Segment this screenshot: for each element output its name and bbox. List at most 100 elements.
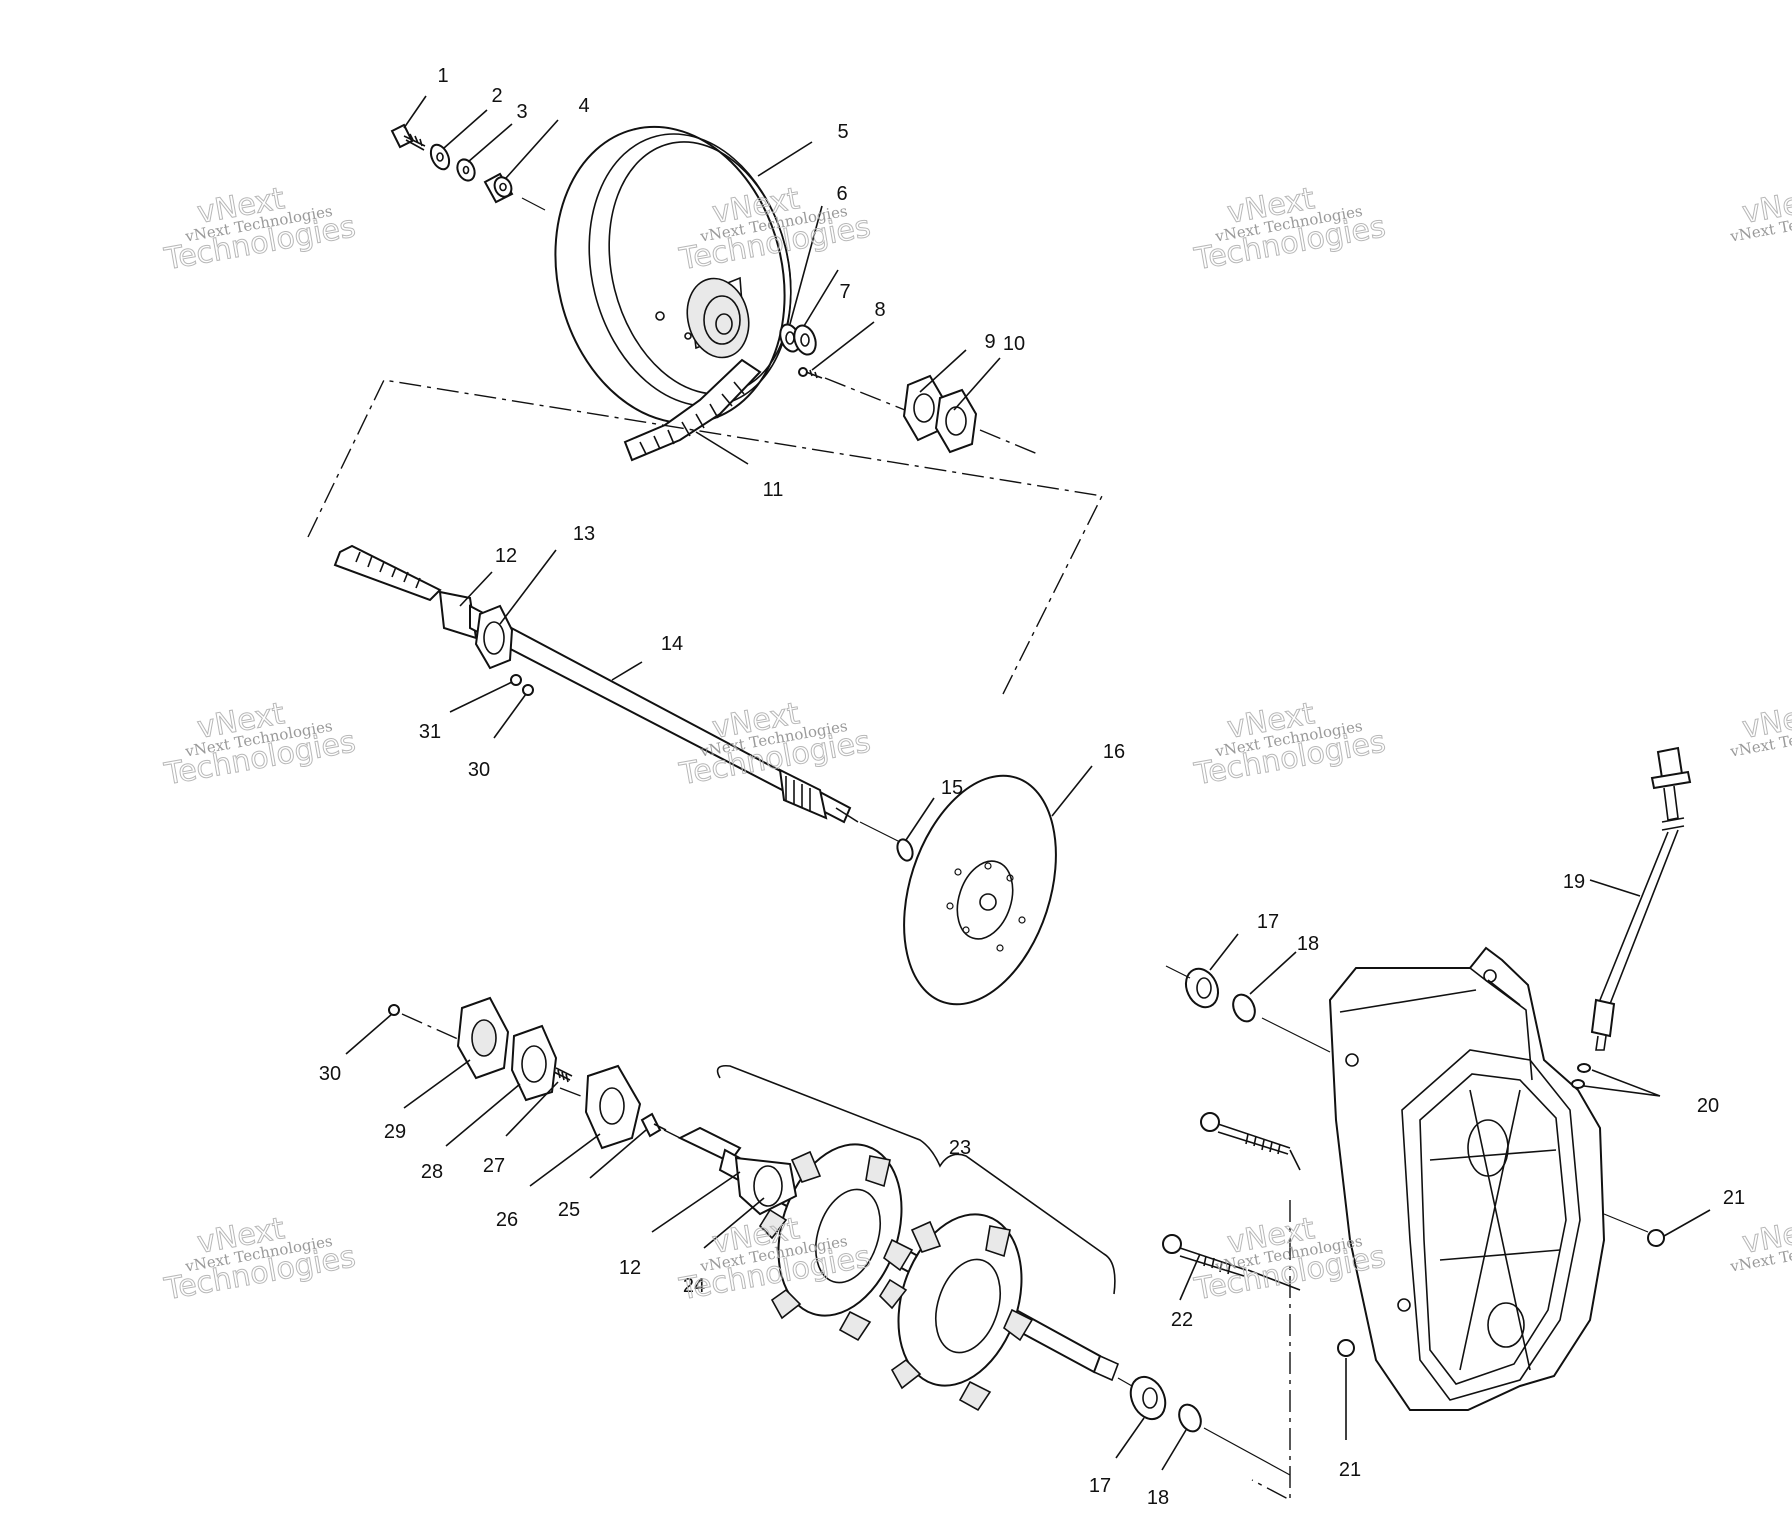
leader-housing-bolts xyxy=(1247,1149,1301,1291)
nut-part-21-right xyxy=(1647,1229,1665,1247)
leader-10 xyxy=(953,357,1001,411)
callout-3: 3 xyxy=(516,101,527,123)
leader-21-right xyxy=(1663,1209,1711,1237)
bolt-part-1 xyxy=(390,123,426,151)
callout-7: 7 xyxy=(839,281,850,303)
callout-14: 14 xyxy=(661,633,683,655)
leader-18-lower xyxy=(1161,1429,1187,1471)
callout-17-upper: 17 xyxy=(1257,911,1279,933)
bolt-part-22 xyxy=(1162,1234,1247,1277)
disc-part-16 xyxy=(903,774,1057,1006)
leader-11 xyxy=(695,431,749,465)
leader-30-lower xyxy=(345,1013,393,1055)
gasket-part-28 xyxy=(510,1024,558,1102)
callout-6: 6 xyxy=(836,183,847,205)
callout-25: 25 xyxy=(558,1199,580,1221)
leader-1 xyxy=(403,95,427,129)
plug-part-25 xyxy=(640,1112,667,1138)
axis-line-lower-left xyxy=(401,1013,681,1139)
callout-16: 16 xyxy=(1103,741,1125,763)
leader-6 xyxy=(789,205,823,325)
chain-part-11 xyxy=(623,358,762,462)
callout-4: 4 xyxy=(578,95,589,117)
callout-23: 23 xyxy=(949,1137,971,1159)
watermark-12: vNext vNext Technologies xyxy=(1728,1211,1792,1276)
leader-12-upper xyxy=(459,571,493,607)
leader-5 xyxy=(757,141,813,177)
callout-18-upper: 18 xyxy=(1297,933,1319,955)
callout-20: 20 xyxy=(1697,1095,1719,1117)
watermark-3: vNext vNext Technologies Technologies xyxy=(1191,181,1389,278)
track-drive-shaft-part-23 xyxy=(677,1126,1120,1412)
nut-part-30-lower xyxy=(388,1004,400,1016)
watermark-7: vNext vNext Technologies Technologies xyxy=(1191,696,1389,793)
leader-22 xyxy=(1179,1253,1201,1301)
callout-8: 8 xyxy=(874,299,885,321)
washer-part-3 xyxy=(456,158,476,182)
nut-part-31 xyxy=(510,674,522,686)
callout-12-upper: 12 xyxy=(495,545,517,567)
nut-part-30-upper xyxy=(522,684,534,696)
axis-line-right-upper xyxy=(1165,965,1331,1053)
leader-17-lower xyxy=(1115,1417,1145,1459)
callout-31: 31 xyxy=(419,721,441,743)
leader-13 xyxy=(499,549,557,625)
callout-9: 9 xyxy=(984,331,995,353)
washer-part-7 xyxy=(793,324,817,356)
leader-26 xyxy=(529,1133,601,1187)
callout-21-lower: 21 xyxy=(1339,1459,1361,1481)
callout-22: 22 xyxy=(1171,1309,1193,1331)
callout-29: 29 xyxy=(384,1121,406,1143)
callout-30-upper: 30 xyxy=(468,759,490,781)
callout-27: 27 xyxy=(483,1155,505,1177)
flange-part-10 xyxy=(934,388,978,454)
callout-5: 5 xyxy=(837,121,848,143)
leader-28 xyxy=(445,1083,521,1147)
screw-part-8 xyxy=(798,367,823,379)
nut-part-21-lower xyxy=(1337,1339,1355,1357)
leader-9 xyxy=(919,349,967,393)
watermark-9: vNext vNext Technologies Technologies xyxy=(161,1211,359,1308)
callout-11: 11 xyxy=(763,479,784,501)
flange-part-29 xyxy=(456,996,510,1080)
leader-19 xyxy=(1589,879,1641,897)
shaft-part-14 xyxy=(333,544,859,824)
axis-line-right-lower xyxy=(1117,1377,1291,1476)
flange-part-26 xyxy=(584,1064,642,1150)
bearing-housing-part-24 xyxy=(734,1156,798,1216)
leader-30-upper xyxy=(493,693,527,739)
dipstick-part-19 xyxy=(1590,746,1692,1051)
bearing-part-17-upper xyxy=(1184,967,1220,1009)
ring-part-15 xyxy=(896,838,914,862)
axis-line-nut-21 xyxy=(1603,1213,1649,1233)
callout-30-lower: 30 xyxy=(319,1063,341,1085)
leader-2 xyxy=(443,109,488,149)
callout-28: 28 xyxy=(421,1161,443,1183)
leader-17-upper xyxy=(1209,933,1239,971)
leader-24 xyxy=(703,1197,765,1249)
seal-part-18-lower xyxy=(1178,1403,1202,1433)
bracket-part-23 xyxy=(716,1064,1116,1295)
watermark-1: vNext vNext Technologies Technologies xyxy=(161,181,359,278)
spring-part-27 xyxy=(553,1067,573,1083)
leader-3 xyxy=(467,123,513,163)
leader-29 xyxy=(403,1059,471,1109)
callout-26: 26 xyxy=(496,1209,518,1231)
leader-8 xyxy=(811,321,875,371)
callout-19: 19 xyxy=(1563,871,1585,893)
callout-13: 13 xyxy=(573,523,595,545)
leader-20 xyxy=(1583,1069,1661,1097)
callout-12-lower: 12 xyxy=(619,1257,641,1279)
leader-14 xyxy=(611,661,643,681)
leader-27 xyxy=(505,1081,559,1137)
seal-part-18-upper xyxy=(1232,993,1256,1023)
callout-2: 2 xyxy=(491,85,502,107)
assembly-boundary-upper xyxy=(307,379,1104,695)
leader-25 xyxy=(589,1129,647,1179)
leader-16 xyxy=(1051,765,1093,817)
callout-1: 1 xyxy=(437,65,448,87)
leader-15 xyxy=(905,797,935,841)
watermark-4: vNext vNext Technologies xyxy=(1728,181,1792,246)
axis-line-upper xyxy=(824,377,1041,456)
